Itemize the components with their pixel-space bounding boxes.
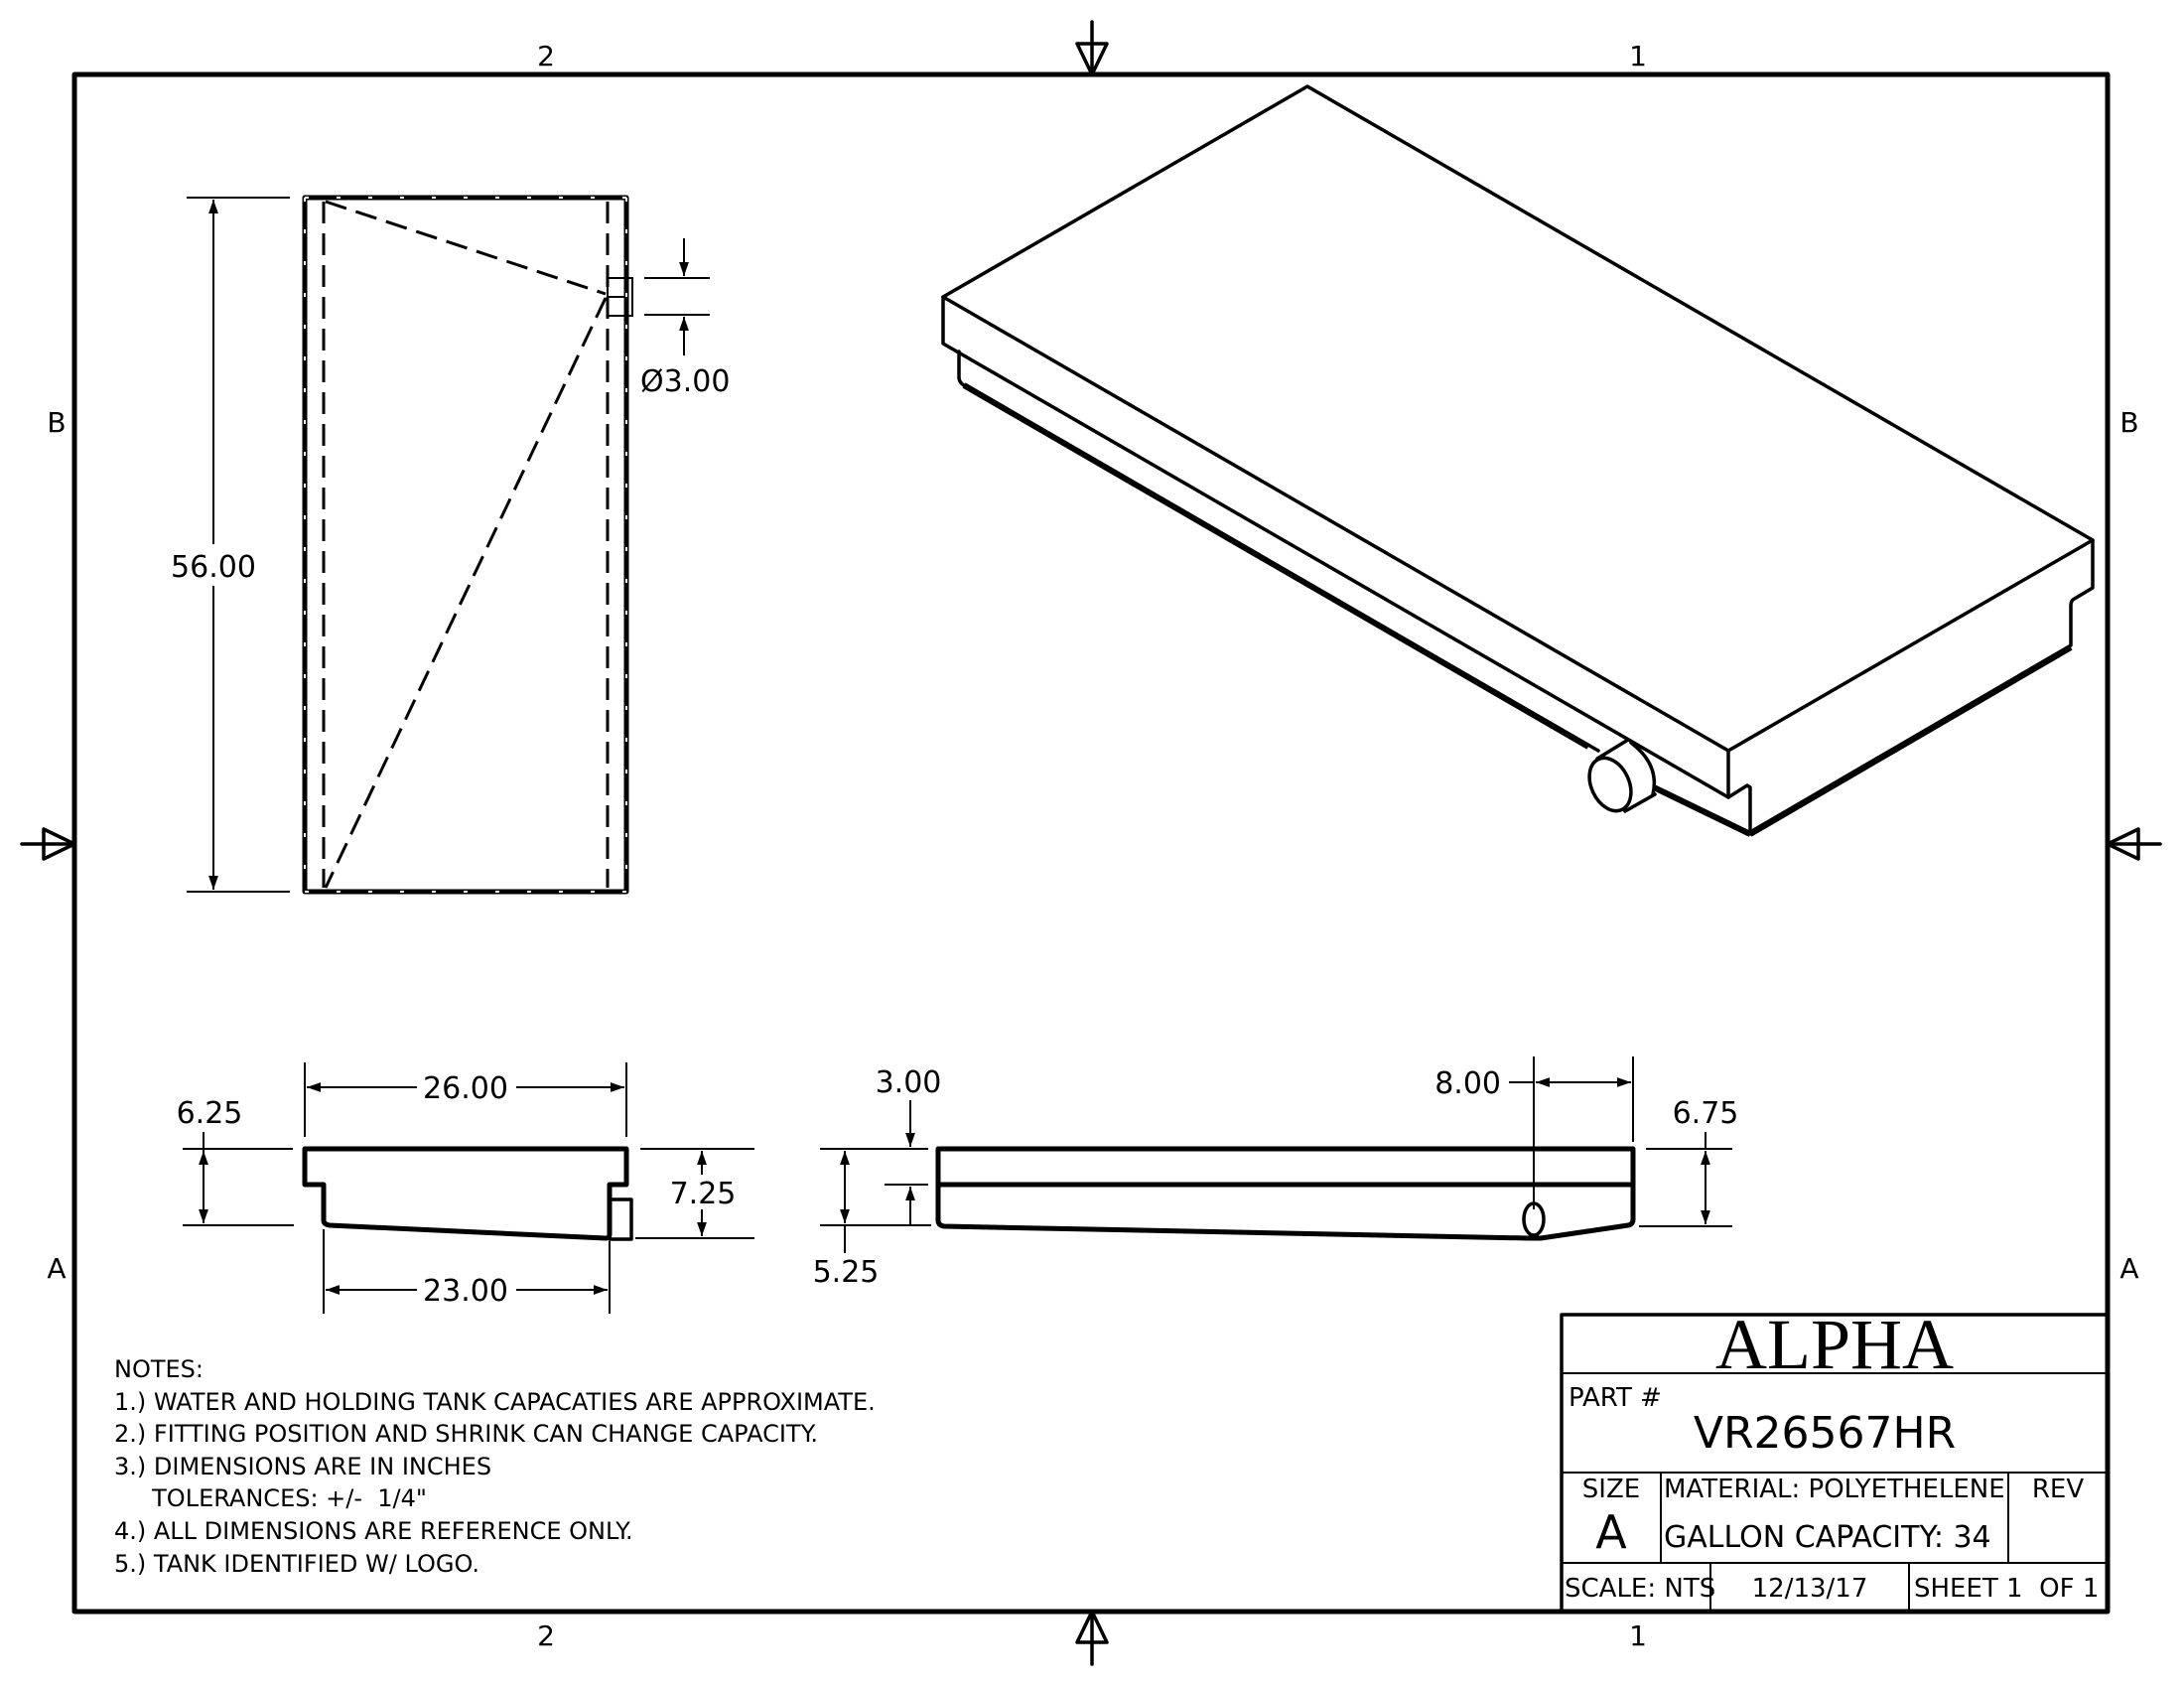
- hidden-slope-lower: [324, 297, 608, 889]
- dimension-left-height: 6.25: [177, 1096, 294, 1226]
- size-label: SIZE: [1582, 1475, 1640, 1504]
- dimension-top-width: 26.00: [304, 1062, 627, 1137]
- material-text: MATERIAL: POLYETHELENE: [1664, 1475, 2005, 1504]
- dimension-bottom-width: 23.00: [323, 1229, 611, 1314]
- dimension-bottom-width-value: 23.00: [423, 1274, 508, 1309]
- dimension-fitting-position-value: 8.00: [1434, 1066, 1501, 1101]
- dimension-right-height: 7.25: [635, 1148, 754, 1239]
- dimension-side-right-height-value: 6.75: [1673, 1096, 1739, 1131]
- drawing-date: 12/13/17: [1752, 1574, 1868, 1604]
- note-item: 2.) FITTING POSITION AND SHRINK CAN CHAN…: [114, 1420, 818, 1448]
- centering-arrow-right-icon: [2106, 827, 2162, 861]
- hidden-slope-upper: [325, 200, 607, 296]
- centering-arrow-left-icon: [20, 827, 76, 861]
- side-view: 3.00 5.25 8.00 6.75: [813, 1056, 1739, 1290]
- zone-label-right-b: B: [2119, 406, 2138, 439]
- dimension-fitting-position: 8.00: [1434, 1056, 1634, 1209]
- dimension-left-height-value: 6.25: [177, 1096, 243, 1131]
- note-item: 5.) TANK IDENTIFIED W/ LOGO.: [114, 1550, 479, 1578]
- side-view-outline: [935, 1146, 1636, 1241]
- notes-title: NOTES:: [114, 1355, 204, 1383]
- zone-label-bottom-1: 1: [1629, 1619, 1647, 1652]
- note-item: TOLERANCES: +/- 1/4": [114, 1484, 427, 1512]
- title-block: ALPHA PART # VR26567HR SIZE A MATERIAL: …: [1560, 1305, 2110, 1614]
- scale-text: SCALE: NTS: [1565, 1574, 1715, 1604]
- part-number-label: PART #: [1569, 1383, 1662, 1413]
- zone-label-left-a: A: [47, 1252, 66, 1285]
- dimension-side-left-height: 5.25: [813, 1151, 931, 1290]
- note-item: 4.) ALL DIMENSIONS ARE REFERENCE ONLY.: [114, 1517, 633, 1545]
- dimension-top-width-value: 26.00: [423, 1071, 508, 1106]
- rev-label: REV: [2032, 1475, 2084, 1504]
- iso-top-face: [941, 84, 2095, 753]
- dimension-right-height-value: 7.25: [670, 1177, 737, 1211]
- isometric-view: [941, 84, 2095, 837]
- dimension-fitting-diameter: Ø3.00: [640, 238, 730, 399]
- centering-arrow-bottom-icon: [1075, 1610, 1109, 1666]
- centering-arrow-top-icon: [1075, 20, 1109, 76]
- dimension-fitting-offset-value: 3.00: [876, 1065, 942, 1100]
- end-view-fitting: [608, 1197, 633, 1241]
- note-item: 3.) DIMENSIONS ARE IN INCHES: [114, 1453, 491, 1480]
- gallon-capacity: GALLON CAPACITY: 34: [1664, 1520, 1991, 1555]
- zone-label-left-b: B: [47, 406, 66, 439]
- dimension-side-left-height-value: 5.25: [813, 1255, 880, 1290]
- iso-fitting-cylinder: [1587, 738, 1657, 813]
- dimension-length: 56.00: [169, 197, 290, 893]
- company-name: ALPHA: [1715, 1305, 1954, 1384]
- note-item: 1.) WATER AND HOLDING TANK CAPACATIES AR…: [114, 1388, 876, 1416]
- zone-label-top-1: 1: [1629, 40, 1647, 72]
- part-number: VR26567HR: [1694, 1408, 1956, 1459]
- end-view: 26.00 23.00 6.25 7.25: [177, 1062, 754, 1314]
- top-view-outline: [302, 195, 629, 895]
- end-view-outline: [302, 1146, 629, 1241]
- sheet-number: SHEET 1 OF 1: [1914, 1574, 2099, 1604]
- dimension-fitting-offset: 3.00: [820, 1065, 941, 1225]
- top-view: 56.00 Ø3.00: [169, 195, 730, 895]
- zone-label-right-a: A: [2119, 1252, 2138, 1285]
- dimension-length-value: 56.00: [171, 550, 256, 585]
- zone-labels: 2 1 2 1 B A B A: [47, 40, 2138, 1652]
- dimension-fitting-value: Ø3.00: [640, 364, 730, 399]
- size-value: A: [1595, 1505, 1627, 1559]
- notes-block: NOTES: 1.) WATER AND HOLDING TANK CAPACA…: [114, 1355, 876, 1578]
- zone-label-top-2: 2: [537, 40, 555, 72]
- dimension-side-right-height: 6.75: [1639, 1096, 1739, 1227]
- zone-label-bottom-2: 2: [537, 1619, 555, 1652]
